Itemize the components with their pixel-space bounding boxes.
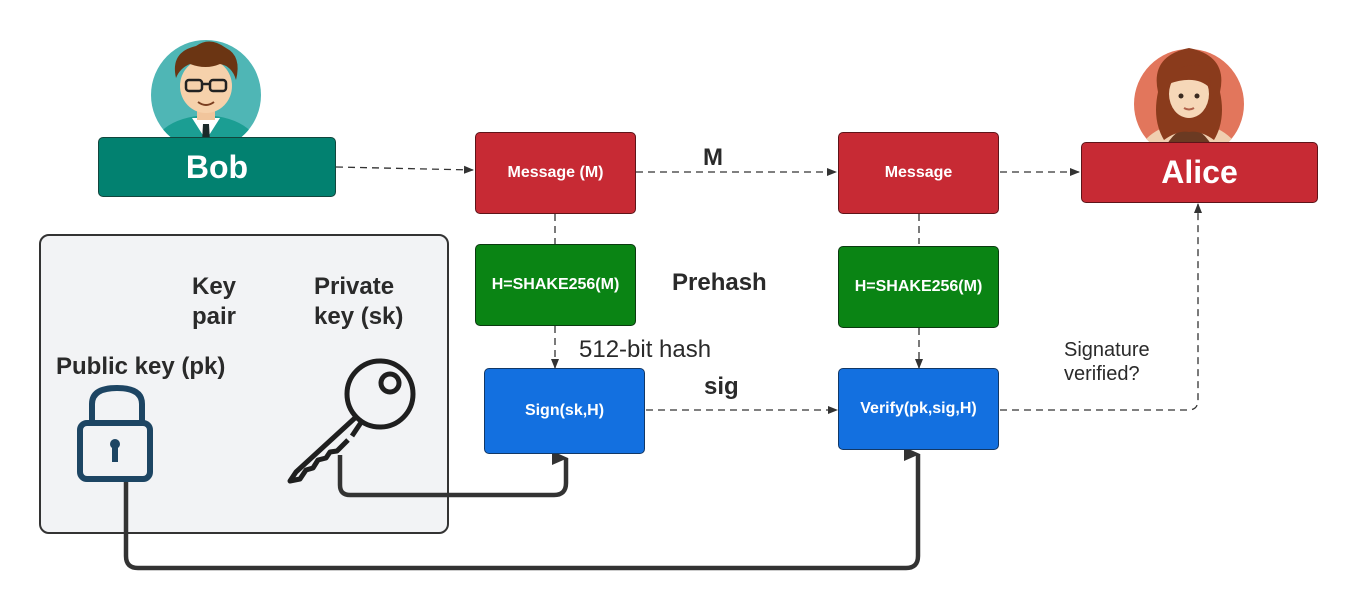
public-key-label: Public key (pk) [56, 353, 226, 380]
key-connectors [123, 447, 921, 571]
signature-verified-line1: Signature [1064, 339, 1150, 361]
alice-label: Alice [1161, 154, 1238, 190]
key-pair-line1: Key [192, 273, 237, 300]
public-key-to-verify-arrow [123, 447, 921, 571]
verified-to-alice-arrow [1000, 203, 1202, 411]
padlock-icon [77, 384, 153, 482]
dashed-connectors [335, 165, 1202, 414]
bob-to-message-arrow [335, 165, 474, 174]
verifier-message-label: Message [884, 164, 953, 181]
verify-box: Verify(pk,sig,H) [838, 368, 999, 450]
m-label: M [703, 144, 723, 171]
sign-label: Sign(sk,H) [524, 402, 605, 419]
bob-label: Bob [185, 148, 249, 185]
signer-message-box: Message (M) [475, 132, 636, 214]
verify-label: Verify(pk,sig,H) [860, 400, 977, 417]
prehash-label: Prehash [672, 269, 767, 296]
key-pair-label: Key pair [192, 272, 236, 332]
signer-prehash-label: H=SHAKE256(M) [491, 276, 620, 293]
private-key-line2: key (sk) [314, 303, 404, 330]
key-pair-line2: pair [192, 303, 237, 330]
signature-verified-line2: verified? [1064, 363, 1140, 385]
verifier-prehash-box: H=SHAKE256(M) [838, 246, 999, 328]
sig-label: sig [704, 373, 739, 400]
key-icon [287, 358, 416, 484]
signer-prehash-box: H=SHAKE256(M) [475, 244, 636, 326]
private-key-line1: Private [314, 273, 395, 300]
signer-message-label: Message (M) [507, 164, 604, 181]
verifier-prehash-label: H=SHAKE256(M) [854, 278, 983, 295]
verifier-message-box: Message [838, 132, 999, 214]
private-key-label: Private key (sk) [314, 272, 403, 332]
hash-size-label: 512-bit hash [579, 336, 712, 363]
sign-box: Sign(sk,H) [484, 368, 645, 454]
private-key-to-sign-arrow [337, 451, 569, 498]
bob-box: Bob [98, 137, 336, 197]
bob-avatar-icon [151, 40, 261, 150]
signature-verified-label: Signature verified? [1064, 338, 1150, 386]
alice-box: Alice [1081, 142, 1318, 203]
